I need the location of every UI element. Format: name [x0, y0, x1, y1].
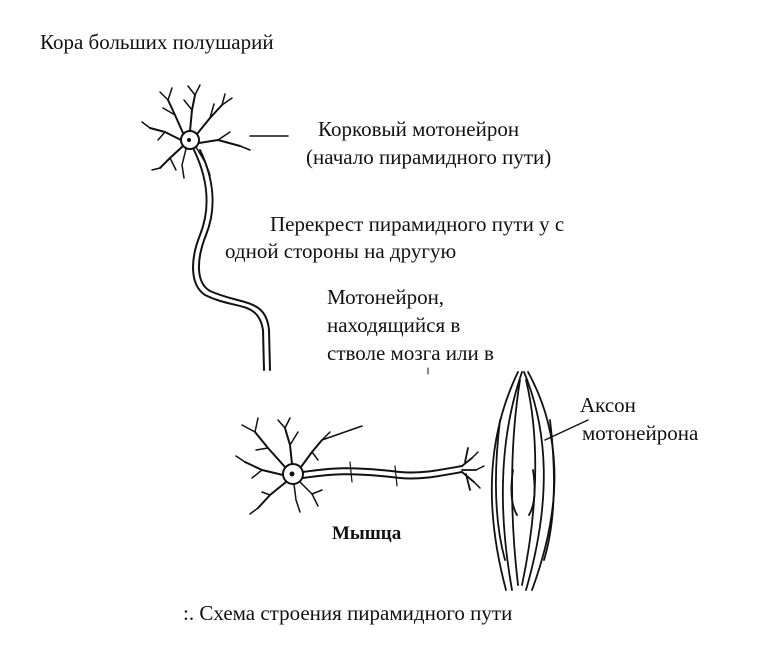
- cortical-motoneuron-cell: [141, 84, 289, 371]
- figure-caption: :. Схема строения пирамидного пути: [183, 601, 513, 625]
- motoneuron-label-line3: стволе мозга или в: [327, 341, 494, 365]
- lower-motoneuron-cell: [235, 417, 589, 515]
- muscle-label: Мышца: [332, 523, 402, 544]
- cortical-motoneuron-sublabel: (начало пирамидного пути): [306, 145, 552, 169]
- motoneuron-label-line2: находящийся в: [327, 313, 461, 337]
- axon-label-line2: мотонейрона: [582, 421, 699, 445]
- cortical-motoneuron-label: Корковый мотонейрон: [318, 117, 520, 141]
- decussation-label: Перекрест пирамидного пути у с: [270, 212, 565, 236]
- decussation-sublabel: одной стороны на другую: [225, 239, 457, 263]
- cortex-label: Кора больших полушарий: [40, 30, 274, 54]
- muscle-drawing: [490, 371, 556, 591]
- motoneuron-label-line1: Мотонейрон,: [327, 285, 445, 309]
- axon-label-line1: Аксон: [580, 393, 636, 417]
